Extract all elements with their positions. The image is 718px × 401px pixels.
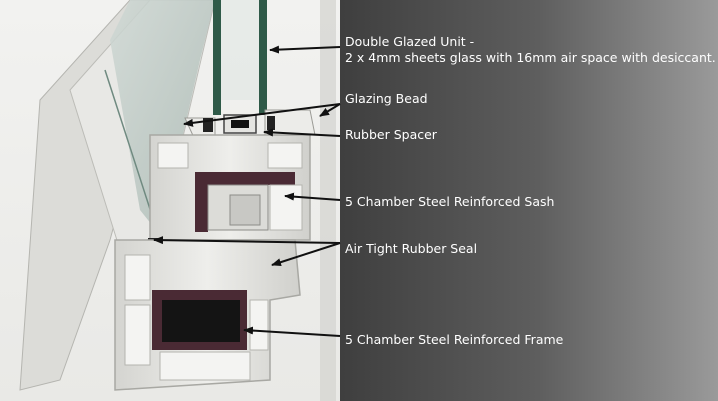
label-seal: Air Tight Rubber Seal xyxy=(345,241,477,257)
frame-chamber-right xyxy=(250,300,268,350)
label-frame: 5 Chamber Steel Reinforced Frame xyxy=(345,332,563,348)
sash-chamber-outer-left xyxy=(158,143,188,168)
label-glazing-bead: Glazing Bead xyxy=(345,91,428,107)
label-double-glazed-unit-line-1: Double Glazed Unit - xyxy=(345,34,716,50)
glass-pane-outer xyxy=(213,0,221,115)
rubber-spacer-right xyxy=(267,116,275,130)
frame-steel-chamber xyxy=(162,300,240,342)
sash-inner-chamber xyxy=(230,195,260,225)
glass-pane-inner xyxy=(259,0,267,115)
air-space xyxy=(221,0,259,100)
label-sash: 5 Chamber Steel Reinforced Sash xyxy=(345,194,554,210)
sash-chamber-outer-right xyxy=(268,143,302,168)
frame-chamber-left xyxy=(125,255,150,300)
sash-chamber-right xyxy=(270,185,302,230)
label-double-glazed-unit-line-2: 2 x 4mm sheets glass with 16mm air space… xyxy=(345,50,716,66)
label-rubber-spacer: Rubber Spacer xyxy=(345,127,437,143)
label-double-glazed-unit: Double Glazed Unit - 2 x 4mm sheets glas… xyxy=(345,34,716,66)
desiccant-channel xyxy=(231,120,249,128)
frame-chamber-bottom xyxy=(160,352,250,380)
frame-chamber-left-lower xyxy=(125,305,150,365)
